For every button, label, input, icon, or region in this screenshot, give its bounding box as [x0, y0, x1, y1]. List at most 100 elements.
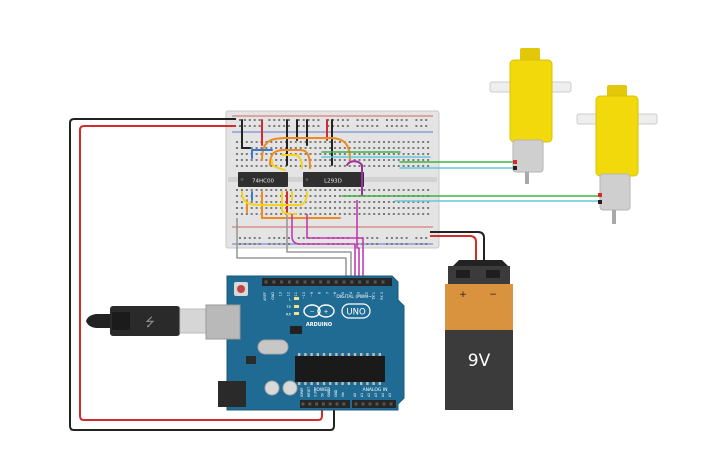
breadboard-hole	[314, 159, 317, 161]
breadboard-hole	[386, 125, 388, 127]
arduino-reset-button-cap[interactable]	[237, 285, 245, 293]
breadboard-hole	[304, 141, 307, 143]
breadboard-hole	[294, 147, 297, 149]
digital-pin-hole[interactable]	[358, 280, 362, 284]
breadboard-hole	[239, 125, 241, 127]
wire-gray-1[interactable]	[236, 218, 347, 282]
arduino-power-header[interactable]	[300, 400, 350, 408]
analog-pin-hole[interactable]	[389, 402, 393, 406]
wire-gray-2[interactable]	[286, 215, 352, 282]
digital-pin-hole[interactable]	[287, 280, 291, 284]
wire-yellow-1[interactable]	[271, 159, 286, 171]
dc-motor-2[interactable]	[576, 85, 658, 224]
breadboard-hole	[319, 207, 322, 209]
chip-74hc00[interactable]: 74HC00	[238, 172, 288, 187]
breadboard-hole	[422, 201, 425, 203]
arduino-usb-port[interactable]	[205, 304, 241, 340]
led-label: RX	[286, 313, 291, 317]
breadboard-hole	[314, 195, 317, 197]
breadboard-hole	[397, 159, 400, 161]
digital-pin-hole[interactable]	[334, 280, 338, 284]
breadboard-hole	[412, 141, 415, 143]
wire-yellow-2[interactable]	[281, 154, 303, 169]
wire-magenta-3[interactable]	[306, 214, 364, 282]
breadboard-hole	[314, 201, 317, 203]
power-pin-hole[interactable]	[328, 402, 332, 406]
power-pin-hole[interactable]	[301, 402, 305, 406]
breadboard-hole	[265, 165, 268, 167]
motor-wires[interactable]	[394, 161, 603, 202]
digital-pin-hole[interactable]	[272, 280, 276, 284]
usb-cable[interactable]: ⭍	[86, 306, 209, 336]
breadboard-hole	[265, 147, 268, 149]
digital-pin-hole[interactable]	[264, 280, 268, 284]
breadboard-wires[interactable]	[241, 119, 431, 219]
power-pin-hole[interactable]	[335, 402, 339, 406]
breadboard-hole	[297, 237, 300, 239]
digital-pin-hole[interactable]	[311, 280, 315, 284]
analog-pin-hole[interactable]	[368, 402, 372, 406]
dc-motor-1[interactable]	[489, 48, 572, 184]
analog-pin-hole[interactable]	[354, 402, 358, 406]
wire-orange-1[interactable]	[261, 137, 351, 161]
breadboard-hole	[427, 159, 430, 161]
breadboard-hole	[343, 159, 346, 161]
digital-pin-hole[interactable]	[319, 280, 323, 284]
wire-orange-2[interactable]	[269, 149, 311, 169]
arduino-power-jack[interactable]	[218, 381, 246, 407]
digital-pin-hole[interactable]	[373, 280, 377, 284]
breadboard-hole	[236, 159, 238, 161]
breadboard-hole	[427, 189, 430, 191]
digital-pin-hole[interactable]	[350, 280, 354, 284]
wire-purple-1[interactable]	[346, 160, 363, 196]
chip-l293d[interactable]: L293D	[303, 172, 364, 187]
wire-orange-3[interactable]	[261, 191, 341, 219]
breadboard-hole	[288, 125, 290, 127]
usb-plug-metal	[179, 308, 209, 334]
breadboard-hole	[253, 119, 256, 121]
digital-pin-label: 13	[279, 292, 283, 296]
power-wires[interactable]	[69, 118, 485, 431]
wire-red-battery[interactable]	[430, 235, 477, 266]
wire-magenta-2[interactable]	[356, 200, 360, 282]
analog-pin-hole[interactable]	[361, 402, 365, 406]
wire-black-jumper-1[interactable]	[241, 119, 251, 149]
breadboard-hole	[275, 195, 278, 197]
digital-pin-hole[interactable]	[303, 280, 307, 284]
breadboard-hole	[378, 141, 381, 143]
wire-yellow-4[interactable]	[281, 191, 297, 215]
wire-black-battery[interactable]	[430, 231, 485, 266]
breadboard-hole	[240, 189, 243, 191]
breadboard-hole	[309, 207, 312, 209]
breadboard-hole	[258, 125, 261, 127]
digital-pin-hole[interactable]	[295, 280, 299, 284]
wire-black-gnd-loop[interactable]	[69, 118, 335, 431]
breadboard-hole	[280, 159, 283, 161]
power-pin-hole[interactable]	[315, 402, 319, 406]
breadboard-hole	[371, 237, 374, 239]
wire-red-5v-loop[interactable]	[79, 125, 323, 421]
breadboard-hole	[427, 153, 430, 155]
analog-pin-hole[interactable]	[382, 402, 386, 406]
analog-pin-label: A5	[388, 393, 392, 397]
digital-pin-hole[interactable]	[280, 280, 284, 284]
power-pin-hole[interactable]	[342, 402, 346, 406]
digital-pin-hole[interactable]	[381, 280, 385, 284]
arduino-analog-header[interactable]	[352, 400, 396, 408]
breadboard-hole	[309, 147, 312, 149]
digital-pin-hole[interactable]	[342, 280, 346, 284]
breadboard-hole	[387, 201, 390, 203]
breadboard-hole	[270, 189, 273, 191]
power-pin-hole[interactable]	[321, 402, 325, 406]
atmega-pin	[366, 353, 369, 356]
power-pin-hole[interactable]	[308, 402, 312, 406]
digital-pin-hole[interactable]	[326, 280, 330, 284]
digital-pin-hole[interactable]	[365, 280, 369, 284]
battery-9v[interactable]: + − 9V	[445, 260, 513, 410]
breadboard-hole	[280, 153, 283, 155]
wire-blue-1[interactable]	[251, 149, 273, 159]
wire-magenta-1[interactable]	[291, 214, 356, 282]
analog-pin-hole[interactable]	[375, 402, 379, 406]
